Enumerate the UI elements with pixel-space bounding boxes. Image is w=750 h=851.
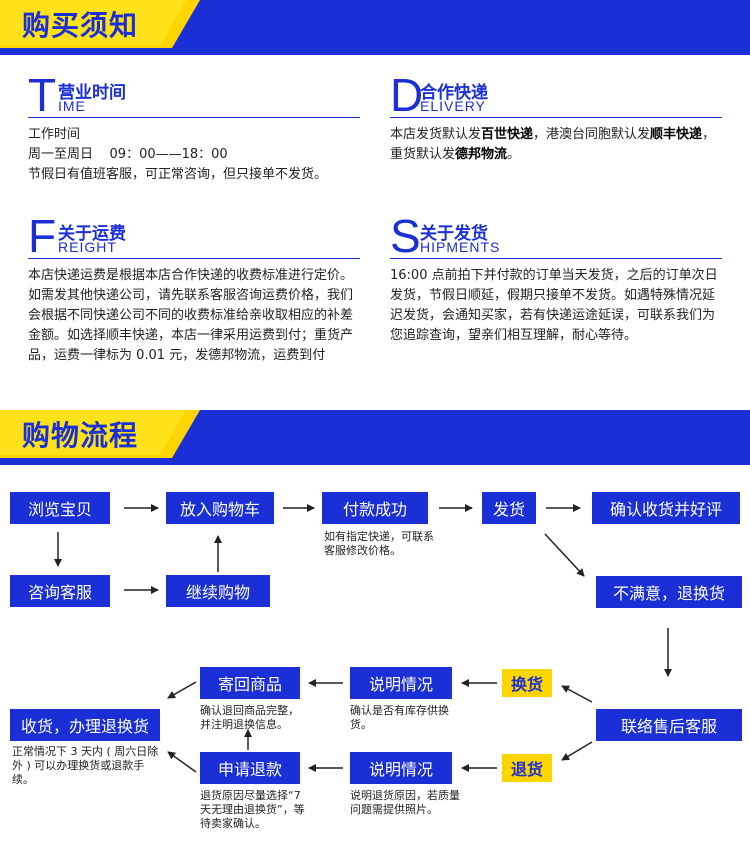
continue-box: 继续购物 [166,575,270,607]
info-freight-initial: F [28,210,57,262]
exchange-box: 换货 [502,669,552,697]
delivery-text: ，重货默认发 [390,127,716,162]
explain1-note: 确认是否有库存供换货。 [350,704,449,731]
notice-banner: 购买须知 [0,0,750,55]
refund-apply-box: 申请退款 [200,752,300,784]
info-time-en: IME [58,98,86,114]
info-freight-title: 关于运费 [58,224,126,244]
info-freight-en: REIGHT [58,239,117,255]
info-time-head: T 营业时间 IME [28,72,360,118]
info-freight: F 关于运费 REIGHT 本店快递运费是根据本店合作快递的收费标准进行定价。如… [28,213,360,366]
info-shipments-body: 16:00 点前拍下并付款的订单当天发货，之后的订单次日发货，节假日顺延，假期只… [390,268,718,343]
refund-note: 退货原因尽量选择“7 天无理由退换货”，等待卖家确认。 [200,789,305,830]
delivery-text: ，港澳台同胞默认发 [533,127,651,142]
info-delivery-title: 合作快递 [420,83,488,103]
arrow-to-return [561,741,593,761]
browse-box: 浏览宝贝 [10,492,110,524]
receive-note: 正常情况下 3 天内 ( 周六日除外 ) 可以办理换货或退款手续。 [12,745,159,786]
info-delivery-body: 本店发货默认发百世快递，港澳台同胞默认发顺丰快递，重货默认发德邦物流。 [390,125,722,165]
after-sales-box: 联络售后客服 [596,709,742,741]
info-time-title: 营业时间 [58,83,126,103]
explain2-note: 说明退货原因，若质量问题需提供照片。 [350,789,460,816]
info-shipments: S 关于发货 HIPMENTS 16:00 点前拍下并付款的订单当天发货，之后的… [390,213,722,346]
info-shipments-en: HIPMENTS [420,239,501,255]
pay-box: 付款成功 [322,492,428,524]
banner-tab-inner [0,0,186,45]
notice-title: 购买须知 [22,9,139,42]
delivery-bold: 顺丰快递 [650,127,703,142]
unsatisfied-box: 不满意，退换货 [596,576,742,608]
info-delivery: D 合作快递 ELIVERY 本店发货默认发百世快递，港澳台同胞默认发顺丰快递，… [390,72,722,165]
cart-box: 放入购物车 [166,492,274,524]
ship-box: 发货 [482,492,536,524]
pay-note: 如有指定快递，可联系客服修改价格。 [324,530,434,557]
info-delivery-head: D 合作快递 ELIVERY [390,72,722,118]
info-time-initial: T [28,69,57,121]
arrow-to-receive [167,681,197,699]
info-time-line: 周一至周日 09：00——18：00 [28,147,228,162]
info-shipments-initial: S [390,210,421,262]
info-shipments-head: S 关于发货 HIPMENTS [390,213,722,259]
banner-tab-inner [0,410,186,455]
delivery-bold: 德邦物流 [455,147,508,162]
info-shipments-title: 关于发货 [420,224,488,244]
info-delivery-en: ELIVERY [420,98,486,114]
confirm-box: 确认收货并好评 [592,492,740,524]
info-time-line: 工作时间 [28,127,81,142]
send-back-box: 寄回商品 [200,667,300,699]
flow-banner: 购物流程 [0,410,750,465]
delivery-text: 本店发货默认发 [390,127,482,142]
arrow-to-exchange [561,685,593,703]
consult-box: 咨询客服 [10,575,110,607]
delivery-text: 。 [507,147,521,162]
flow-title: 购物流程 [22,419,139,452]
delivery-bold: 百世快递 [481,127,534,142]
arrow-diagonal [544,533,585,577]
info-time: T 营业时间 IME 工作时间 周一至周日 09：00——18：00 节假日有值… [28,72,360,185]
info-freight-head: F 关于运费 REIGHT [28,213,360,259]
info-freight-body: 本店快递运费是根据本店合作快递的收费标准进行定价。如需发其他快递公司，请先联系客… [28,268,354,363]
info-time-body: 工作时间 周一至周日 09：00——18：00 节假日有值班客服，可正常咨询，但… [28,125,360,185]
send-back-note: 确认退回商品完整，并注明退换信息。 [200,704,299,731]
info-time-line: 节假日有值班客服，可正常咨询，但只接单不发货。 [28,167,328,182]
info-delivery-initial: D [390,69,424,121]
explain2-box: 说明情况 [350,752,452,784]
arrow-to-receive [167,751,197,773]
return-box: 退货 [502,754,552,782]
explain1-box: 说明情况 [350,667,452,699]
receive-box: 收货，办理退换货 [10,709,160,741]
